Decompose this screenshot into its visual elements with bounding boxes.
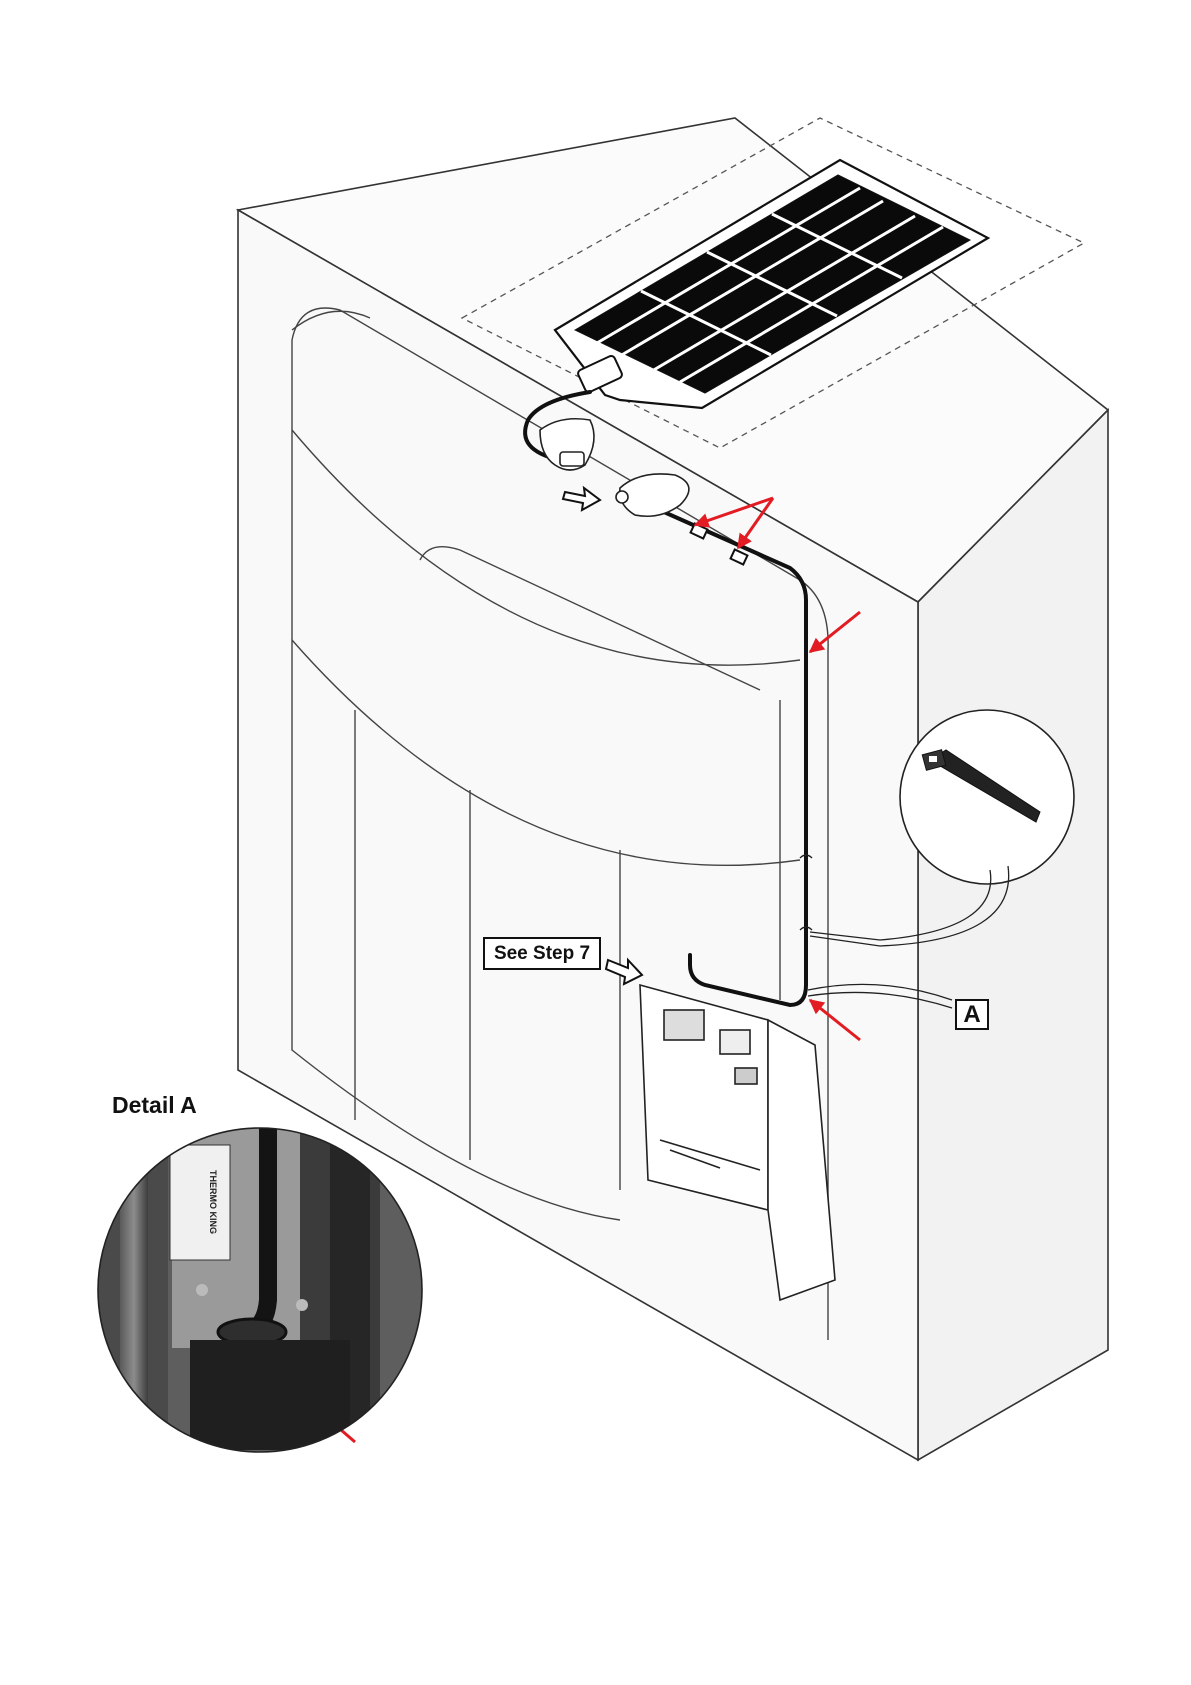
see-step-label: See Step 7 <box>483 937 601 970</box>
detail-a-photo: THERMO KING <box>98 1128 422 1452</box>
detail-title: Detail A <box>112 1092 197 1119</box>
data-plate <box>170 1145 230 1260</box>
callout-a-label: A <box>955 999 989 1030</box>
photo-brand-text: THERMO KING <box>208 1170 218 1234</box>
